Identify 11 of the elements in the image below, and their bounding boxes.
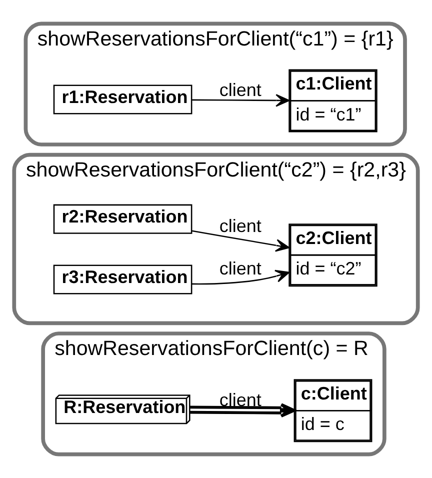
edge-label: client: [219, 258, 262, 279]
arrow: [192, 230, 290, 252]
edge-label: client: [219, 216, 262, 236]
node-box: r3:Reservation: [53, 264, 192, 294]
node-box: r2:Reservation: [53, 204, 192, 234]
node-box: r1:Reservation: [53, 84, 192, 114]
arrow: [192, 94, 290, 107]
edge-label: client: [219, 80, 262, 100]
edge-label: client: [219, 390, 262, 410]
arrow: [192, 270, 290, 285]
arrow: [190, 403, 296, 418]
